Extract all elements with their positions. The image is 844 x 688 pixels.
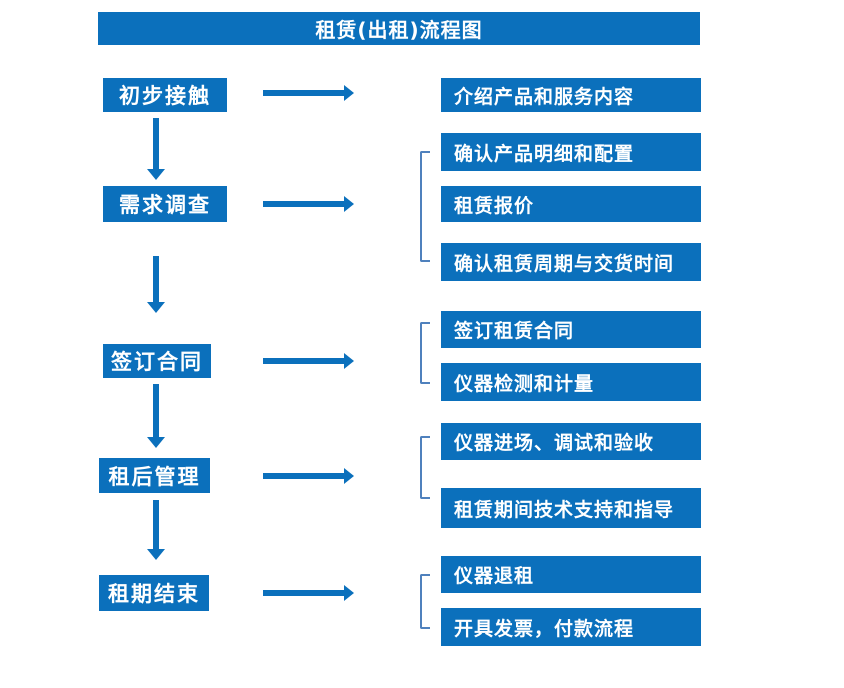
arrow-shaft [153, 384, 159, 439]
arrow-head [147, 302, 165, 313]
detail-box-confirm-period-delivery: 确认租赁周期与交货时间 [441, 243, 701, 281]
arrow-head [344, 353, 354, 369]
group-bracket-demand-survey [420, 151, 430, 262]
detail-box-confirm-product-config: 确认产品明细和配置 [441, 133, 701, 171]
arrow-head [147, 549, 165, 560]
detail-box-introduce-products-services: 介绍产品和服务内容 [441, 78, 701, 112]
detail-box-invoice-payment: 开具发票，付款流程 [441, 608, 701, 646]
arrow-shaft [263, 358, 345, 364]
arrow-shaft [263, 90, 345, 96]
down-arrow-4 [147, 500, 165, 560]
detail-box-instrument-testing-metering: 仪器检测和计量 [441, 363, 701, 401]
down-arrow-3 [147, 384, 165, 448]
arrow-shaft [263, 201, 345, 207]
detail-box-instrument-setup-acceptance: 仪器进场、调试和验收 [441, 423, 701, 460]
arrow-shaft [263, 590, 345, 596]
stage-box-post-rental-management: 租后管理 [99, 458, 210, 493]
stage-box-sign-contract: 签订合同 [103, 344, 211, 378]
detail-box-instrument-return: 仪器退租 [441, 556, 701, 593]
group-bracket-sign-contract [420, 322, 430, 384]
detail-box-sign-rental-contract: 签订租赁合同 [441, 311, 701, 348]
group-bracket-rental-end [420, 574, 430, 629]
right-arrow-initial-contact [263, 85, 354, 101]
arrow-shaft [263, 473, 345, 479]
group-bracket-post-rental-management [420, 436, 430, 499]
right-arrow-sign-contract [263, 353, 354, 369]
right-arrow-rental-end [263, 585, 354, 601]
stage-box-demand-survey: 需求调查 [103, 186, 227, 222]
flowchart-title: 租赁(出租)流程图 [98, 12, 700, 45]
right-arrow-post-rental-management [263, 468, 354, 484]
arrow-head [147, 169, 165, 180]
arrow-head [344, 196, 354, 212]
detail-box-tech-support-guidance: 租赁期间技术支持和指导 [441, 488, 701, 528]
right-arrow-demand-survey [263, 196, 354, 212]
arrow-head [344, 585, 354, 601]
down-arrow-1 [147, 118, 165, 180]
down-arrow-2 [147, 256, 165, 313]
stage-box-initial-contact: 初步接触 [103, 78, 227, 112]
stage-box-rental-end: 租期结束 [99, 575, 209, 611]
arrow-head [344, 85, 354, 101]
detail-box-rental-quotation: 租赁报价 [441, 186, 701, 222]
arrow-shaft [153, 500, 159, 551]
arrow-shaft [153, 256, 159, 304]
arrow-head [147, 437, 165, 448]
arrow-head [344, 468, 354, 484]
arrow-shaft [153, 118, 159, 171]
